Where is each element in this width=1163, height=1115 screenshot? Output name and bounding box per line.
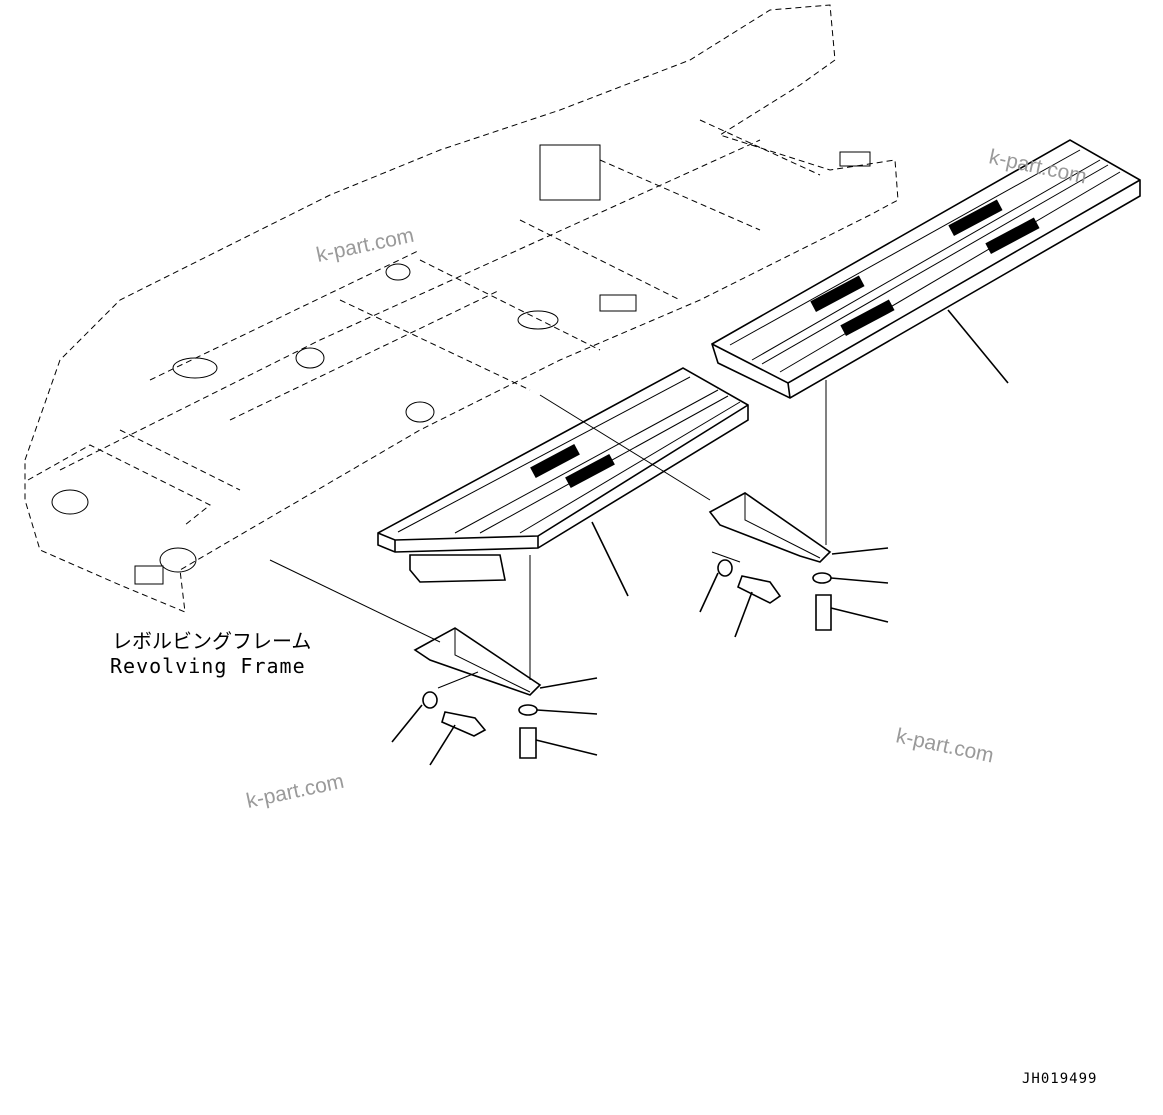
leader-right-step <box>947 309 1009 384</box>
watermark: k-part.com <box>244 770 346 813</box>
right-bracket-assembly <box>539 380 889 638</box>
left-bracket-assembly <box>269 555 598 766</box>
right-step <box>711 139 1141 399</box>
frame-label-en: Revolving Frame <box>110 654 306 678</box>
leader-left-step <box>591 521 629 597</box>
revolving-frame <box>24 4 899 613</box>
watermark: k-part.com <box>894 724 996 767</box>
frame-label-jp: レボルビングフレーム <box>112 629 311 653</box>
document-id: JH019499 <box>1022 1071 1097 1087</box>
left-step <box>377 367 749 583</box>
watermark: k-part.com <box>314 224 416 267</box>
